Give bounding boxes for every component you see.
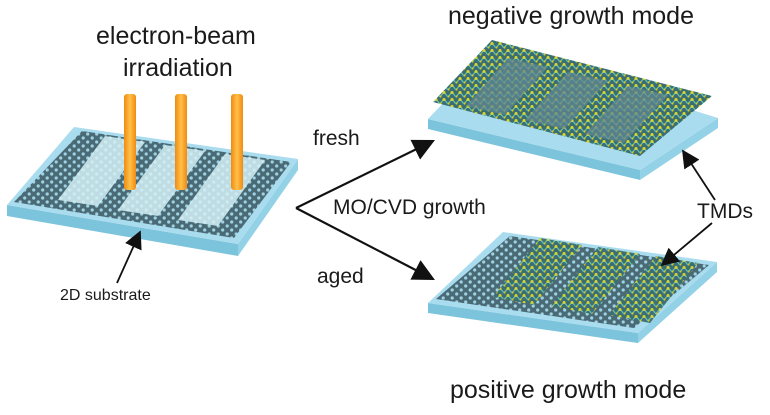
aged-label: aged bbox=[317, 265, 364, 288]
left-substrate-side-right bbox=[238, 159, 298, 256]
tmds-pointer-top bbox=[682, 149, 716, 201]
pos-tmd-stripe-3 bbox=[609, 256, 698, 323]
negative-mode-substrate bbox=[428, 40, 718, 180]
ebeam-label-line1: electron-beam bbox=[96, 22, 256, 50]
tmds-label: TMDs bbox=[697, 200, 753, 223]
tmds-pointer-bottom bbox=[660, 222, 713, 267]
pos-tmd-stripe-2 bbox=[551, 247, 640, 314]
electron-beam-2 bbox=[175, 94, 187, 190]
irradiated-stripe-3 bbox=[178, 154, 265, 226]
pos-tmd-stripe-1 bbox=[493, 238, 582, 305]
neg-bare-stripe-3 bbox=[585, 86, 668, 143]
irradiated-stripe-1 bbox=[58, 136, 145, 206]
electron-beams bbox=[124, 94, 243, 190]
pos-substrate-side bbox=[428, 303, 638, 343]
neg-substrate-side bbox=[428, 119, 640, 180]
positive-mode-substrate bbox=[428, 232, 717, 343]
substrate-pointer bbox=[116, 230, 142, 284]
ebeam-label-line2: irradiation bbox=[123, 54, 233, 82]
left-substrate-side bbox=[7, 205, 238, 256]
arrows bbox=[116, 139, 716, 284]
neg-bare-stripe-2 bbox=[525, 72, 608, 129]
neg-bare-stripe-1 bbox=[466, 58, 548, 115]
electron-beam-3 bbox=[231, 94, 243, 190]
electron-beam-1 bbox=[124, 94, 136, 190]
left-substrate bbox=[7, 127, 298, 256]
fresh-label: fresh bbox=[313, 127, 360, 150]
negative-mode-label: negative growth mode bbox=[448, 2, 694, 30]
positive-mode-label: positive growth mode bbox=[450, 376, 687, 404]
substrate-label: 2D substrate bbox=[60, 287, 151, 304]
growth-label: MO/CVD growth bbox=[333, 196, 486, 219]
arrow-aged bbox=[295, 207, 435, 281]
arrow-fresh bbox=[295, 139, 435, 209]
pos-substrate-side-right bbox=[638, 262, 717, 343]
neg-substrate-side-right bbox=[640, 118, 718, 180]
